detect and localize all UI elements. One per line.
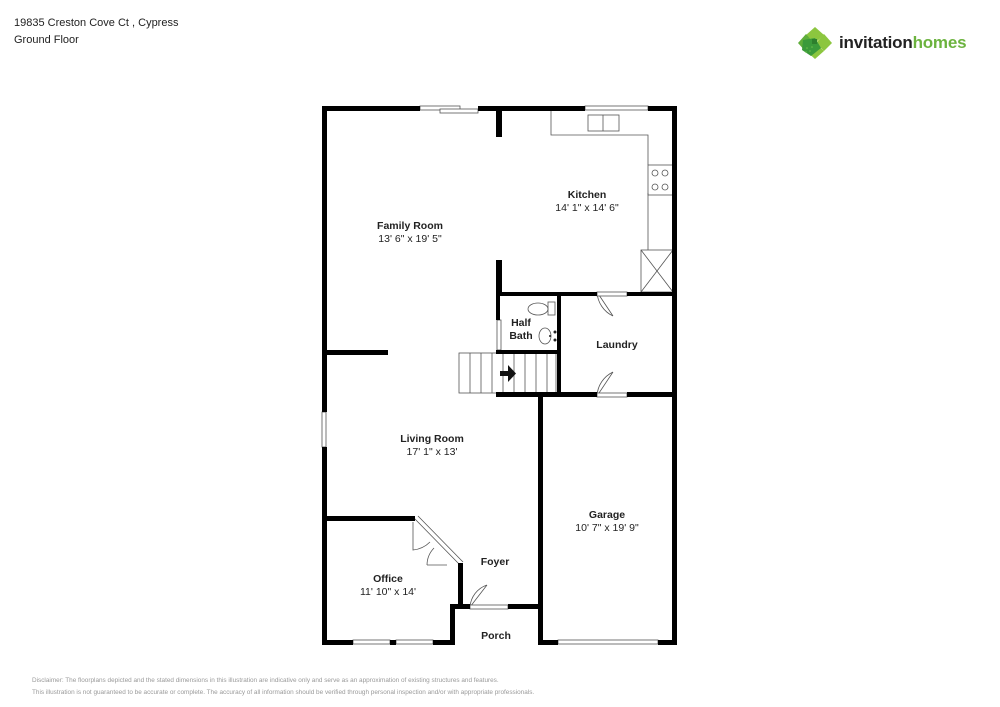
disclaimer-line-1: Disclaimer: The floorplans depicted and … <box>32 677 499 684</box>
kitchen-dims: 14' 1" x 14' 6" <box>555 202 619 214</box>
property-address: 19835 Creston Cove Ct , Cypress <box>14 17 179 29</box>
brand-logo: invitationhomes <box>797 26 967 60</box>
garage-label: Garage <box>589 509 625 521</box>
foyer-label: Foyer <box>481 556 510 568</box>
office-dims: 11' 10" x 14' <box>360 586 416 598</box>
family-room-label: Family Room <box>377 220 443 232</box>
half-bath-label-line1: Half <box>511 317 531 329</box>
family-room-dims: 13' 6" x 19' 5" <box>378 233 442 245</box>
logo-wordmark: invitationhomes <box>839 33 967 52</box>
living-room-dims: 17' 1" x 13' <box>407 446 458 458</box>
porch-label: Porch <box>481 630 511 642</box>
laundry-label: Laundry <box>596 339 638 351</box>
living-room-label: Living Room <box>400 433 464 445</box>
half-bath-label-line2: Bath <box>509 330 532 342</box>
office-label: Office <box>373 573 403 585</box>
clover-logo-icon <box>798 27 832 59</box>
floor-label: Ground Floor <box>14 34 79 46</box>
garage-dims: 10' 7" x 19' 9" <box>575 522 639 534</box>
disclaimer: Disclaimer: The floorplans depicted and … <box>32 675 534 699</box>
page-header: 19835 Creston Cove Ct , Cypress Ground F… <box>14 15 178 49</box>
kitchen-label: Kitchen <box>568 189 607 201</box>
disclaimer-line-2: This illustration is not guaranteed to b… <box>32 689 535 696</box>
